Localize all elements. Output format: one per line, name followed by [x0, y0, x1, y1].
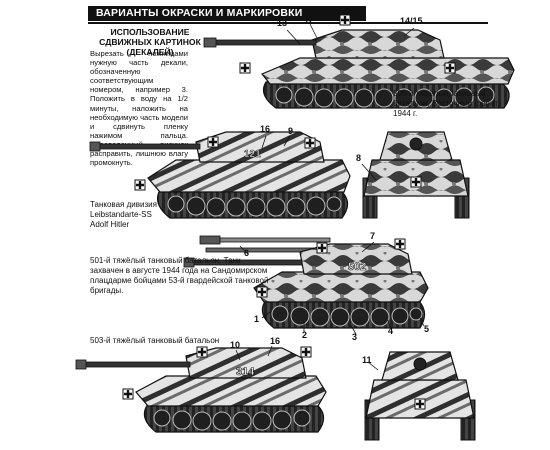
- section-title: ВАРИАНТЫ ОКРАСКИ И МАРКИРОВКИ: [96, 7, 303, 19]
- caption-tank1: 505-й тяжёлый танковый батальон, Восточн…: [393, 89, 500, 118]
- caption-tank3: 501-й тяжёлый танковый батальон. Танк за…: [90, 256, 269, 295]
- tank-front-view-1: [362, 131, 470, 219]
- caption-tank4: 503-й тяжёлый танковый батальон: [90, 336, 220, 345]
- decal-number: 2: [302, 330, 308, 340]
- tank-front-view-2: [364, 351, 476, 441]
- decal-number: 11: [362, 355, 372, 365]
- decal-number: 7: [370, 231, 376, 241]
- section-header: ВАРИАНТЫ ОКРАСКИ И МАРКИРОВКИ: [88, 6, 366, 21]
- decal-number: 16: [270, 336, 281, 346]
- decal-number: 14/15: [400, 16, 423, 26]
- tank-side-view-1: [203, 13, 515, 109]
- decal-number: 1: [254, 314, 260, 324]
- turret-number-502: 502: [348, 261, 366, 273]
- decal-number: 16: [260, 124, 271, 134]
- instructions-title: ИСПОЛЬЗОВАНИЕ СДВИЖНЫХ КАРТИНОК (ДЕКАЛЕЙ…: [99, 27, 201, 57]
- caption-tank2: Танковая дивизия Leibstandarte-SS Adolf …: [90, 200, 157, 229]
- decal-number: 4: [388, 326, 394, 336]
- tank-side-view-4: 314: [75, 345, 327, 433]
- header-rule: [88, 22, 488, 24]
- turret-number-121: 121: [244, 149, 261, 160]
- tank-side-view-3: 502: [183, 237, 429, 329]
- leader-lines: [235, 23, 425, 371]
- turret-number-314: 314: [236, 366, 255, 378]
- decal-number: 8: [356, 153, 362, 163]
- decal-number: 5: [424, 324, 430, 334]
- decal-number: 6: [244, 248, 250, 258]
- gun-barrel-decal-part: [199, 235, 331, 253]
- decal-number: 9: [288, 126, 294, 136]
- decal-number: 13: [277, 18, 288, 28]
- decal-number: 12: [304, 15, 315, 25]
- decal-number: 10: [230, 340, 241, 350]
- decal-number: 3: [352, 332, 358, 342]
- tank-side-view-2: 121: [89, 131, 351, 219]
- instructions-body: Вырезать ножницами нужную часть декали, …: [90, 49, 188, 168]
